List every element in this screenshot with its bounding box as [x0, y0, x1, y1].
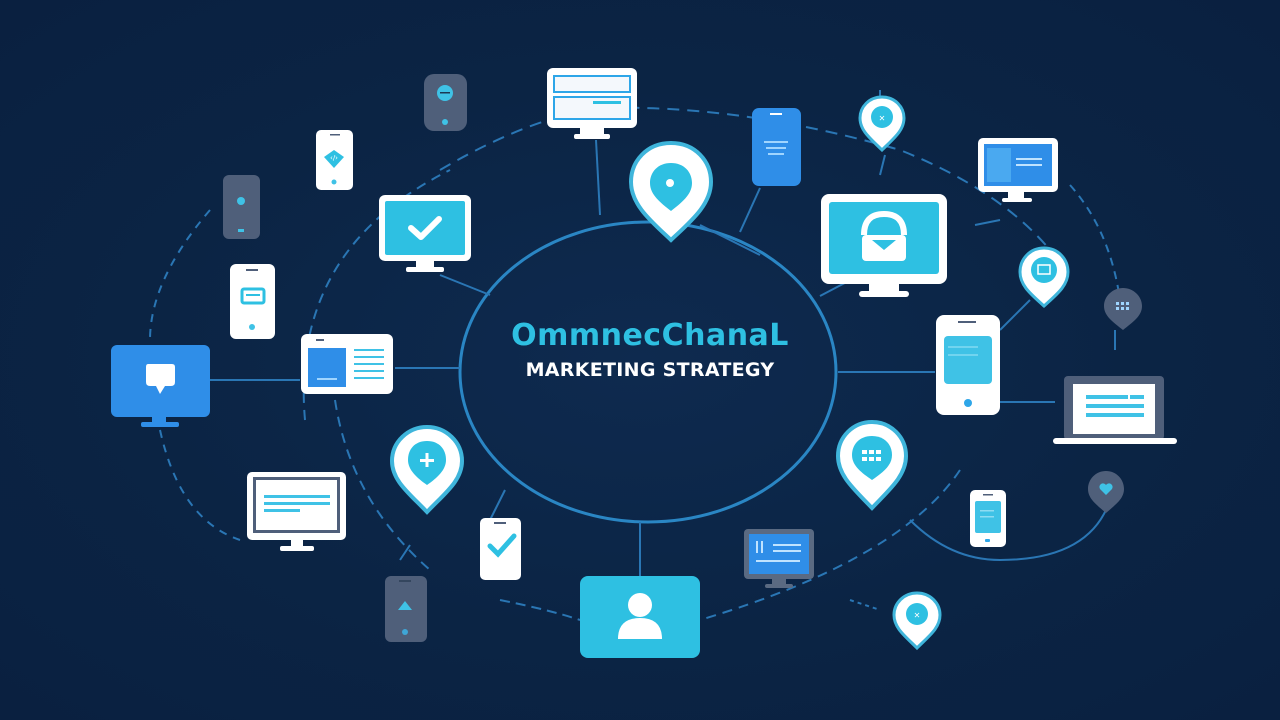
- phone-code-icon: ‹/›: [316, 130, 353, 190]
- monitor-shopping-icon: [821, 194, 947, 297]
- article-card-icon: [301, 334, 393, 394]
- title-block: OmmnecChanaL MARKETING STRATEGY: [460, 318, 840, 384]
- phone-gray-icon: [385, 576, 427, 642]
- monitor-chat-icon: [111, 345, 210, 427]
- monitor-text-icon: [247, 472, 346, 551]
- location-pin-icon: ✕: [892, 591, 942, 651]
- monitor-check-icon: [379, 195, 471, 272]
- location-pin-icon: [1104, 288, 1142, 330]
- phone-chat-icon: [230, 264, 275, 339]
- svg-text:✕: ✕: [879, 114, 886, 123]
- laptop-text-icon: [1053, 376, 1177, 444]
- location-pin-icon: [628, 140, 714, 243]
- subtitle: MARKETING STRATEGY: [525, 359, 775, 381]
- monitor-browser-icon: [547, 68, 637, 139]
- phone-gray-icon: [223, 175, 260, 239]
- location-pin-icon: [389, 424, 465, 515]
- location-pin-icon: [1018, 246, 1070, 309]
- tablet-card-icon: [936, 315, 1000, 415]
- location-pin-icon: ✕: [858, 95, 906, 153]
- phone-text-icon: [970, 490, 1006, 547]
- main-title: OmmnecChanaL: [511, 318, 789, 353]
- monitor-dashboard-icon: [744, 529, 814, 588]
- monitor-webpage-icon: [978, 138, 1058, 202]
- location-pin-icon: [835, 419, 909, 511]
- location-pin-icon: [424, 74, 467, 131]
- phone-check-icon: [480, 518, 521, 580]
- svg-text:✕: ✕: [914, 611, 921, 620]
- heart-pin-icon: [1088, 471, 1124, 513]
- user-profile-card-icon: [580, 576, 700, 658]
- svg-text:‹/›: ‹/›: [330, 154, 338, 162]
- phone-text-icon: [752, 108, 801, 186]
